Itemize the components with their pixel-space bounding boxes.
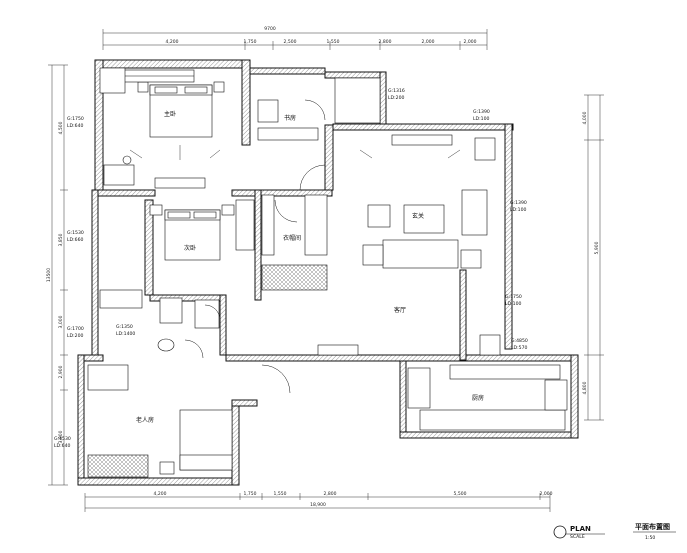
dim-right-seg: 5,900	[594, 241, 600, 254]
room-label-elder: 老人房	[136, 416, 154, 424]
window-note: G:1390	[473, 109, 490, 115]
window-note: LD:640	[54, 443, 70, 449]
room-label-master: 主卧	[164, 110, 176, 118]
window-note: G:1350	[116, 324, 133, 330]
dim-left-total: 13500	[46, 268, 52, 282]
scale-label: SCALE	[570, 534, 585, 540]
window-note: G:1750	[67, 116, 84, 122]
dim-left-seg: 2,900	[58, 365, 64, 378]
room-label-wardrobe: 衣帽间	[283, 234, 301, 242]
window-note: LD:660	[67, 237, 83, 243]
walls	[77, 59, 579, 486]
window-note: LD:200	[388, 95, 404, 101]
doors	[184, 99, 326, 394]
window-note: G:1530	[54, 436, 71, 442]
room-label-study: 书房	[284, 114, 296, 122]
dim-left-seg: 3,850	[58, 233, 64, 246]
window-notes: G:1316 LD:200 G:1390 LD:100 G:1750 LD:64…	[54, 88, 528, 449]
dimension-lines	[48, 29, 604, 512]
dim-top-seg: 2,800	[379, 39, 392, 45]
plan-symbol-icon	[553, 525, 567, 539]
dim-top-seg: 2,000	[464, 39, 477, 45]
dim-right-seg: 4,000	[582, 111, 588, 124]
dim-bottom-seg: 1,550	[274, 491, 287, 497]
room-label-entry: 玄关	[412, 212, 424, 220]
room-label-kitchen: 厨房	[472, 394, 484, 402]
dim-right-seg: 4,800	[582, 381, 588, 394]
sofa-main	[382, 239, 459, 269]
dim-top-seg: 1,750	[244, 39, 257, 45]
dim-left-seg: 3,800	[58, 430, 64, 443]
window-note: LD:640	[67, 123, 83, 129]
room-label-living: 客厅	[394, 306, 406, 314]
room-labels: 主卧 书房 次卧 衣帽间 玄关 客厅 老人房 厨房	[136, 110, 484, 424]
room-label-second: 次卧	[184, 244, 196, 252]
window-note: LD:100	[473, 116, 489, 122]
window-note: G:1700	[67, 326, 84, 332]
dim-left-seg: 4,500	[58, 121, 64, 134]
light-fixtures	[129, 145, 461, 160]
dim-bottom-seg: 1,750	[244, 491, 257, 497]
dim-top-seg: 1,550	[327, 39, 340, 45]
dim-bottom-seg: 2,800	[324, 491, 337, 497]
window-note: LD:570	[511, 345, 527, 351]
dimension-texts: 9700 4,200 1,750 2,500 1,550 2,800 2,000…	[46, 26, 600, 508]
window-note: G:1316	[388, 88, 405, 94]
window-note: LD:100	[505, 301, 521, 307]
dim-bottom-seg: 5,500	[454, 491, 467, 497]
dim-bottom-seg: 2,000	[540, 491, 553, 497]
dim-top-total: 9700	[264, 26, 276, 32]
plan-label: PLAN	[570, 525, 591, 533]
drawing-title: 平面布置图	[635, 522, 670, 531]
window-note: G:4850	[511, 338, 528, 344]
window-note: LD:200	[67, 333, 83, 339]
window-note: G:1390	[510, 200, 527, 206]
furniture	[87, 67, 568, 478]
dim-left-seg: 3,000	[58, 315, 64, 328]
dim-bottom-total: 18,900	[310, 502, 326, 508]
dim-top-seg: 4,200	[166, 39, 179, 45]
dim-top-seg: 2,000	[422, 39, 435, 45]
dim-bottom-seg: 4,200	[154, 491, 167, 497]
window-note: LD:100	[510, 207, 526, 213]
window-note: G:1750	[505, 294, 522, 300]
window-note: G:1530	[67, 230, 84, 236]
dim-top-seg: 2,500	[284, 39, 297, 45]
drawing-scale: 1:50	[645, 535, 655, 541]
title-block: PLAN SCALE 平面布置图 1:50	[553, 522, 676, 541]
window-note: LD:1400	[116, 331, 135, 337]
